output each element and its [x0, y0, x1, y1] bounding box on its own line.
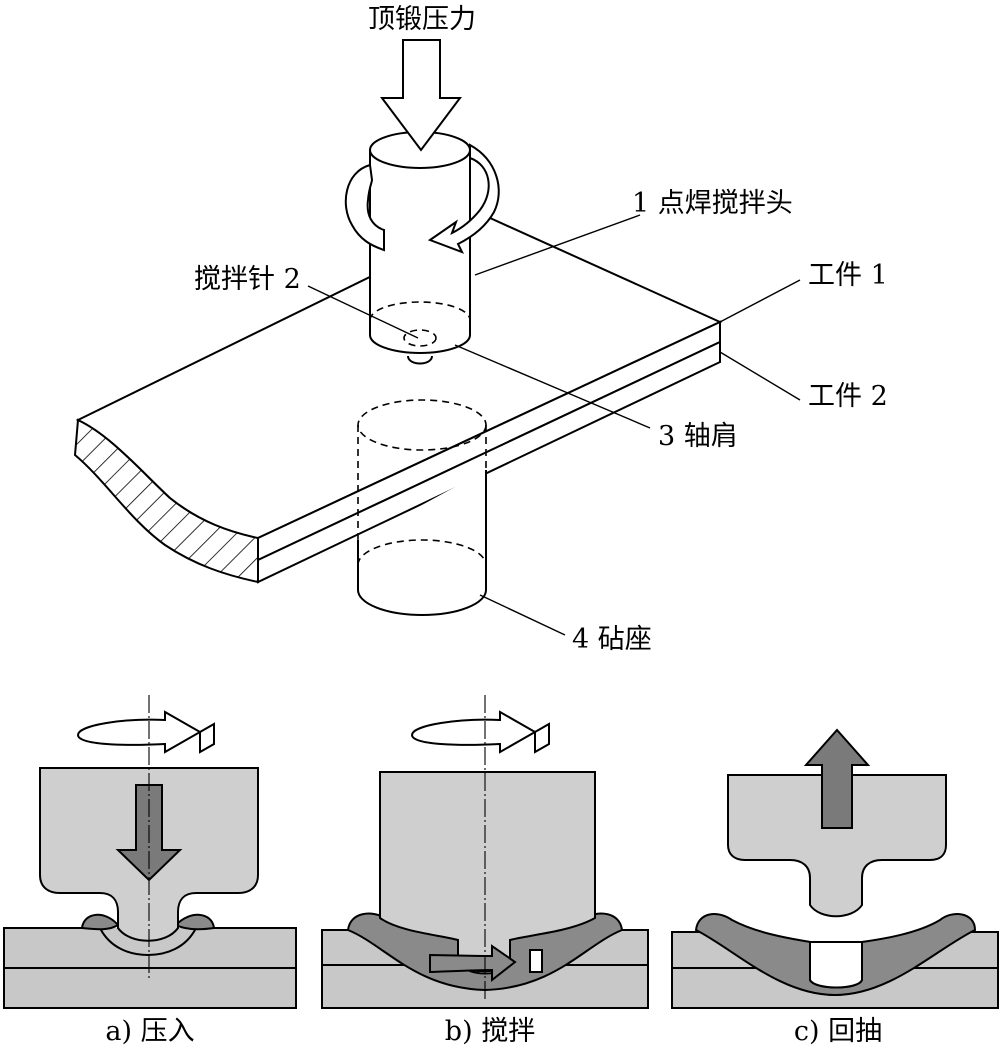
- label-spot-weld-tool: 1 点焊搅拌头: [632, 188, 793, 219]
- label-anvil: 4 砧座: [572, 624, 652, 655]
- panel-b-flow-arrow: [429, 944, 517, 983]
- label-workpiece-2: 工件 2: [808, 381, 888, 412]
- panel-a-rotation-arrow: [76, 710, 215, 754]
- spot-weld-tool: [369, 131, 471, 365]
- leader-stir-pin: [307, 285, 419, 339]
- panel-c-retract: c) 回抽: [671, 728, 999, 1047]
- leader-shoulder: [454, 344, 651, 429]
- leader-anvil: [479, 594, 566, 636]
- panel-b-rotation-arrow: [410, 710, 550, 754]
- upset-force-arrow: [380, 39, 462, 152]
- label-stir-pin: 搅拌针 2: [194, 264, 301, 295]
- panel-b-marker: [529, 949, 543, 973]
- leader-workpiece-2: [719, 351, 801, 401]
- caption-c: c) 回抽: [794, 1016, 882, 1047]
- anvil: [357, 399, 487, 616]
- stir-pin-outline: [403, 329, 437, 347]
- panel-b-stirring: b) 搅拌: [321, 695, 649, 1047]
- caption-a: a) 压入: [105, 1016, 194, 1047]
- workpiece-1-top-face: [75, 216, 723, 540]
- panel-a-plunge: a) 压入: [3, 695, 297, 1047]
- leader-workpiece-1: [719, 279, 801, 323]
- overview-illustration: 顶锻压力 1 点焊搅拌头 搅拌针 2 工件 1 工件 2 3 轴肩 4 砧座: [73, 4, 888, 655]
- panel-c-up-arrow: [803, 728, 871, 829]
- leader-spot-weld-tool: [474, 214, 641, 276]
- label-upset-force: 顶锻压力: [368, 4, 476, 35]
- label-workpiece-1: 工件 1: [808, 260, 888, 291]
- label-shoulder: 3 轴肩: [658, 421, 738, 452]
- rotation-arrow: [344, 143, 500, 254]
- caption-b: b) 搅拌: [445, 1016, 535, 1047]
- stir-pin-tip: [407, 355, 433, 365]
